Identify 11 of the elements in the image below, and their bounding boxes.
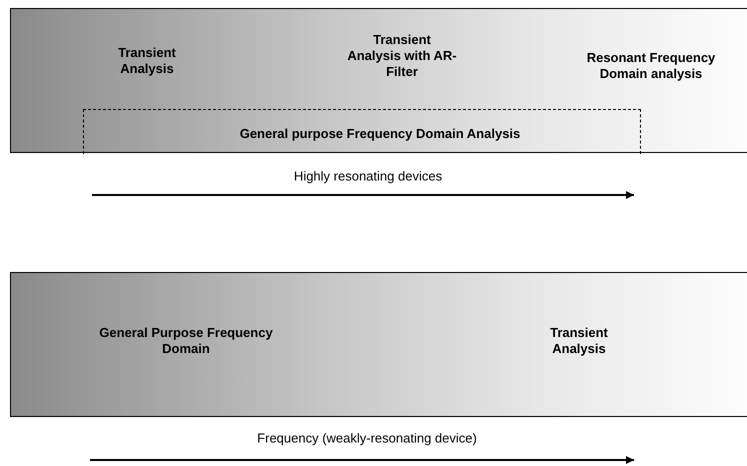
analysis-label: Resonant Frequency Domain analysis <box>586 50 716 82</box>
axis-caption: Highly resonating devices <box>294 168 442 184</box>
analysis-label: Transient Analysis with AR-Filter <box>347 32 457 80</box>
analysis-label: General Purpose Frequency Domain <box>98 325 274 357</box>
analysis-label: General purpose Frequency Domain Analysis <box>238 126 522 142</box>
axis-caption: Frequency (weakly-resonating device) <box>257 430 477 446</box>
analysis-label: Transient Analysis <box>549 325 609 357</box>
gradient-band <box>10 8 747 153</box>
analysis-label: Transient Analysis <box>117 45 177 77</box>
gradient-band <box>10 272 747 417</box>
dashed-region <box>83 109 641 154</box>
